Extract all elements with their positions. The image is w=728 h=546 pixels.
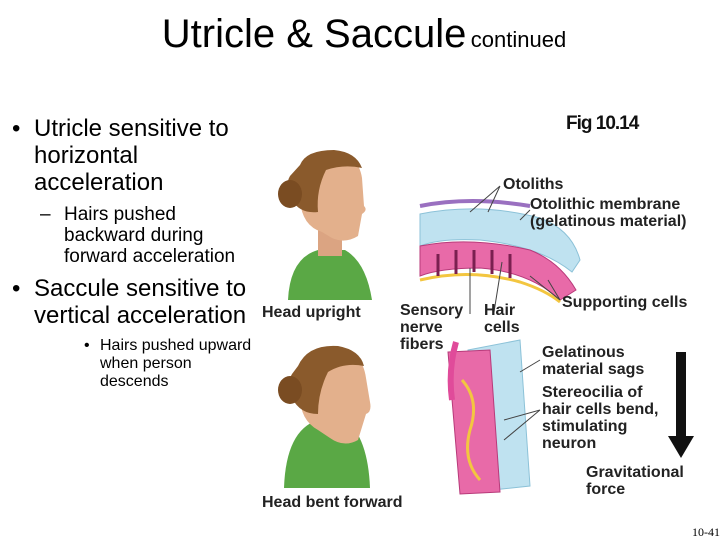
sensory-nerve-fibers-label: Sensory nerve fibers xyxy=(400,302,464,353)
otoliths-label: Otoliths xyxy=(503,176,564,193)
gelatinous-sags-label: Gelatinous material sags xyxy=(542,344,645,378)
page-number: 10-41 xyxy=(692,525,720,539)
title-sub: continued xyxy=(470,27,567,52)
head-upright-label: Head upright xyxy=(262,304,361,321)
subbullet-utricle: Hairs pushed backward during forward acc… xyxy=(10,204,260,267)
title-main: Utricle & Saccule xyxy=(161,12,467,56)
otolithic-membrane-label: Otolithic membrane xyxy=(530,196,681,213)
head-bent-label: Head bent forward xyxy=(262,494,403,511)
figure-reference: Fig 10.14 xyxy=(566,113,639,134)
subbullet-saccule: Hairs pushed upward when person descends xyxy=(10,337,260,391)
label-leader-lines xyxy=(469,185,561,441)
bullet-utricle: Utricle sensitive to horizontal accelera… xyxy=(10,115,260,196)
gelatinous-material-label: (gelatinous material) xyxy=(530,213,687,230)
utricle-macula-illustration xyxy=(419,199,581,304)
saccule-macula-illustration xyxy=(447,339,531,495)
supporting-cells-label: Supporting cells xyxy=(562,294,688,311)
head-bent-illustration xyxy=(278,345,371,488)
bullet-list: Utricle sensitive to horizontal accelera… xyxy=(10,115,260,397)
gravitational-force-label: Gravitational force xyxy=(586,464,684,498)
hair-cells-label: Hair cells xyxy=(484,302,520,336)
gravity-arrow xyxy=(668,352,694,458)
bullet-saccule: Saccule sensitive to vertical accelerati… xyxy=(10,275,260,329)
slide-title: Utricle & Saccule continued xyxy=(0,12,728,57)
stereocilia-label: Stereocilia of hair cells bend, stimulat… xyxy=(542,384,659,452)
head-upright-illustration xyxy=(278,150,372,300)
